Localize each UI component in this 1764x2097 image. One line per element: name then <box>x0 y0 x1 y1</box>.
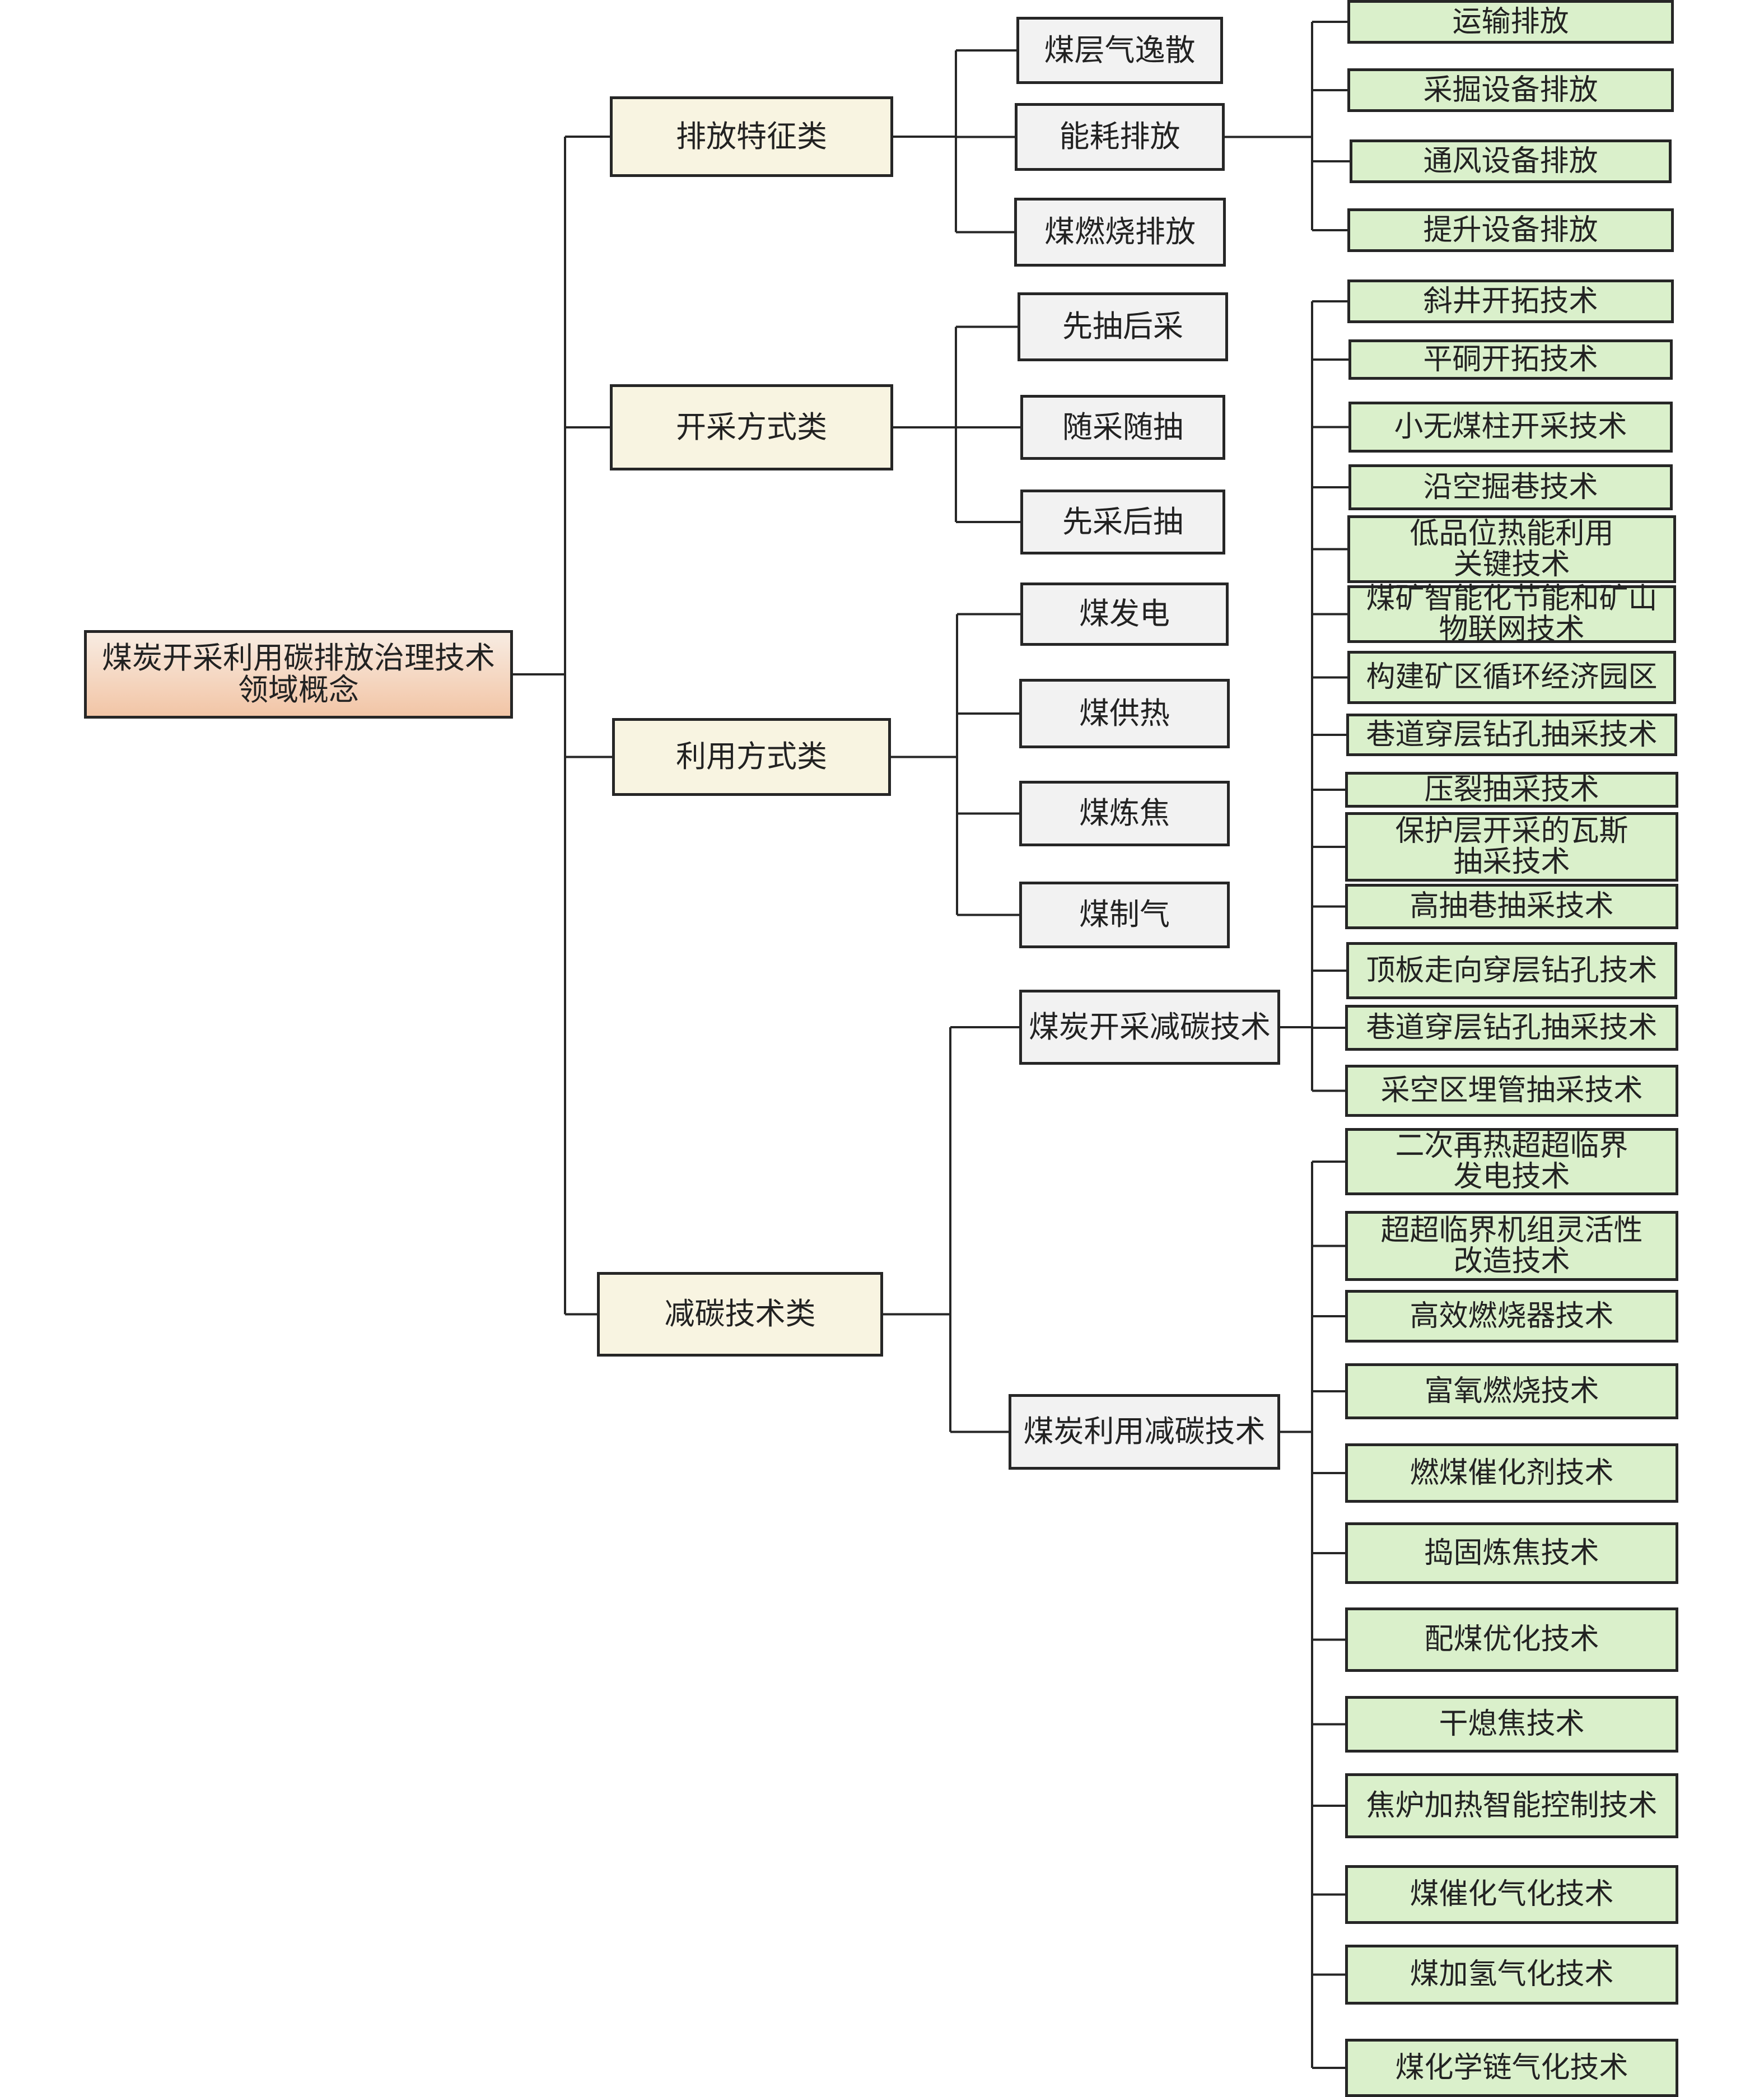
leaf-node: 高抽巷抽采技术 <box>1345 884 1678 929</box>
node-coal-heating: 煤供热 <box>1019 679 1230 748</box>
node-utilization-carbon-reduction: 煤炭利用减碳技术 <box>1009 1394 1280 1470</box>
node-coal-coking: 煤炼焦 <box>1019 781 1230 846</box>
node-extract-before-mining: 先抽后采 <box>1018 292 1228 361</box>
node-coalbed-gas-escape: 煤层气逸散 <box>1016 17 1223 84</box>
node-extract-while-mining: 随采随抽 <box>1020 395 1225 460</box>
leaf-node: 保护层开采的瓦斯 抽采技术 <box>1345 812 1678 882</box>
leaf-node: 平硐开拓技术 <box>1348 339 1673 380</box>
leaf-node: 煤加氢气化技术 <box>1345 1945 1678 2005</box>
leaf-node: 运输排放 <box>1347 0 1674 44</box>
leaf-node: 提升设备排放 <box>1347 208 1674 252</box>
category-emission-features: 排放特征类 <box>610 96 893 177</box>
leaf-node: 煤矿智能化节能和矿山 物联网技术 <box>1347 584 1676 645</box>
leaf-node: 通风设备排放 <box>1350 139 1672 183</box>
leaf-node: 采空区埋管抽采技术 <box>1345 1065 1678 1117</box>
leaf-node: 超超临界机组灵活性 改造技术 <box>1345 1211 1678 1281</box>
node-mine-before-extract: 先采后抽 <box>1020 490 1225 554</box>
leaf-node: 斜井开拓技术 <box>1347 279 1674 323</box>
leaf-node: 配煤优化技术 <box>1345 1607 1678 1672</box>
node-energy-consumption-emission: 能耗排放 <box>1015 103 1225 171</box>
category-carbon-reduction-tech: 减碳技术类 <box>597 1272 883 1357</box>
leaf-node: 焦炉加热智能控制技术 <box>1345 1773 1678 1838</box>
leaf-node: 压裂抽采技术 <box>1345 772 1678 808</box>
leaf-node: 低品位热能利用 关键技术 <box>1347 515 1676 583</box>
node-coal-gasification: 煤制气 <box>1019 882 1230 948</box>
category-mining-methods: 开采方式类 <box>610 384 893 470</box>
leaf-node: 构建矿区循环经济园区 <box>1347 651 1676 704</box>
category-utilization-methods: 利用方式类 <box>612 718 891 796</box>
leaf-node: 捣固炼焦技术 <box>1345 1522 1678 1584</box>
leaf-node: 小无煤柱开采技术 <box>1348 402 1673 453</box>
node-coal-combustion-emission: 煤燃烧排放 <box>1014 198 1226 267</box>
leaf-node: 二次再热超超临界 发电技术 <box>1345 1128 1678 1195</box>
leaf-node: 燃煤催化剂技术 <box>1345 1443 1678 1503</box>
leaf-node: 富氧燃烧技术 <box>1345 1363 1678 1419</box>
leaf-node: 高效燃烧器技术 <box>1345 1290 1678 1343</box>
leaf-node: 采掘设备排放 <box>1347 68 1674 112</box>
node-mining-carbon-reduction: 煤炭开采减碳技术 <box>1019 990 1280 1065</box>
node-coal-power: 煤发电 <box>1020 582 1229 646</box>
root-node: 煤炭开采利用碳排放治理技术 领域概念 <box>84 630 513 719</box>
leaf-node: 巷道穿层钻孔抽采技术 <box>1345 1005 1678 1051</box>
leaf-node: 干熄焦技术 <box>1345 1696 1678 1753</box>
leaf-node: 沿空掘巷技术 <box>1348 464 1673 510</box>
leaf-node: 巷道穿层钻孔抽采技术 <box>1346 714 1677 756</box>
leaf-node: 煤化学链气化技术 <box>1345 2039 1678 2097</box>
leaf-node: 煤催化气化技术 <box>1345 1865 1678 1924</box>
leaf-node: 顶板走向穿层钻孔技术 <box>1346 942 1677 999</box>
